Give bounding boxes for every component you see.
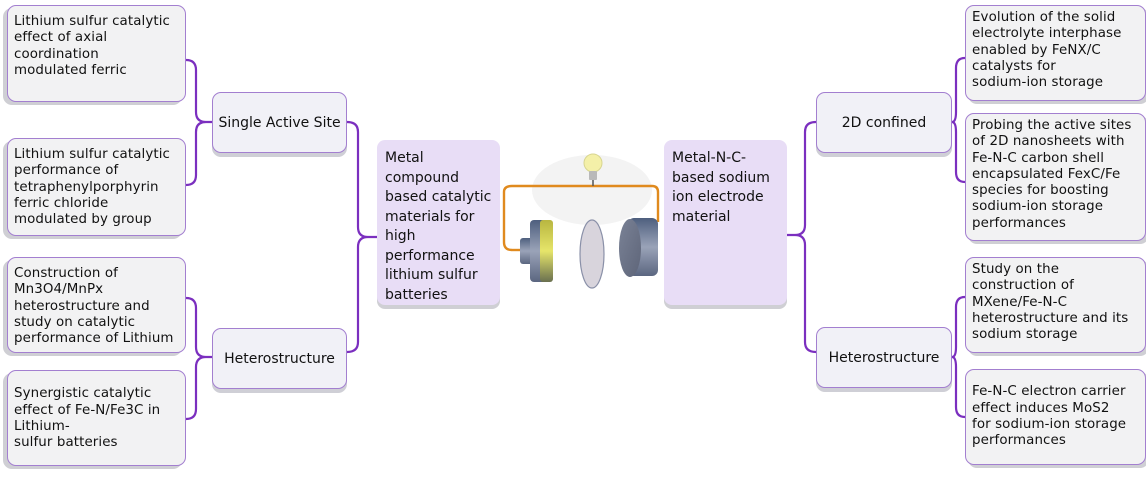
- branch-label: Heterostructure: [828, 349, 940, 366]
- branch-node-heterostructure-left: Heterostructure: [212, 328, 347, 389]
- branch-node-heterostructure-right: Heterostructure: [816, 327, 952, 388]
- cathode-disc: [520, 220, 553, 282]
- leaf-node: Probing the active sites of 2D nanosheet…: [965, 113, 1146, 241]
- leaf-node: Evolution of the solid electrolyte inter…: [965, 5, 1146, 101]
- root-node-lithium-sulfur: Metal compound based catalytic materials…: [377, 140, 500, 305]
- wire: [502, 184, 660, 252]
- leaf-node: Lithium sulfur catalytic performance of …: [7, 138, 186, 236]
- leaf-node: Construction of Mn3O4/MnPx heterostructu…: [7, 257, 186, 353]
- leaf-node: Lithium sulfur catalytic effect of axial…: [7, 5, 186, 102]
- connector-left-bottom: [184, 296, 214, 421]
- branch-node-2d-confined: 2D confined: [816, 92, 952, 153]
- anode-disc: [619, 218, 658, 277]
- connector-left-main: [345, 120, 379, 354]
- connector-right-main: [785, 120, 818, 354]
- connector-left-top: [184, 58, 214, 187]
- leaf-text: Synergistic catalytic effect of Fe-N/Fe3…: [14, 386, 161, 451]
- branch-node-single-active-site: Single Active Site: [212, 92, 347, 153]
- branch-label: 2D confined: [841, 114, 927, 131]
- connector-right-bottom: [950, 295, 967, 419]
- leaf-node: Fe-N-C electron carrier effect induces M…: [965, 369, 1146, 465]
- leaf-node: Study on the construction of MXene/Fe-N-…: [965, 257, 1146, 353]
- bulb-glow: [532, 155, 652, 225]
- battery-illustration: [502, 153, 660, 289]
- root-node-sodium-ion: Metal-N-C- based sodium ion electrode ma…: [664, 140, 787, 305]
- leaf-text: Fe-N-C electron carrier effect induces M…: [972, 384, 1127, 449]
- branch-label: Single Active Site: [218, 114, 341, 131]
- light-bulb-icon: [583, 153, 603, 186]
- connector-right-top: [950, 56, 967, 184]
- leaf-node: Synergistic catalytic effect of Fe-N/Fe3…: [7, 370, 186, 466]
- separator-disc: [579, 219, 605, 289]
- branch-label: Heterostructure: [224, 350, 335, 367]
